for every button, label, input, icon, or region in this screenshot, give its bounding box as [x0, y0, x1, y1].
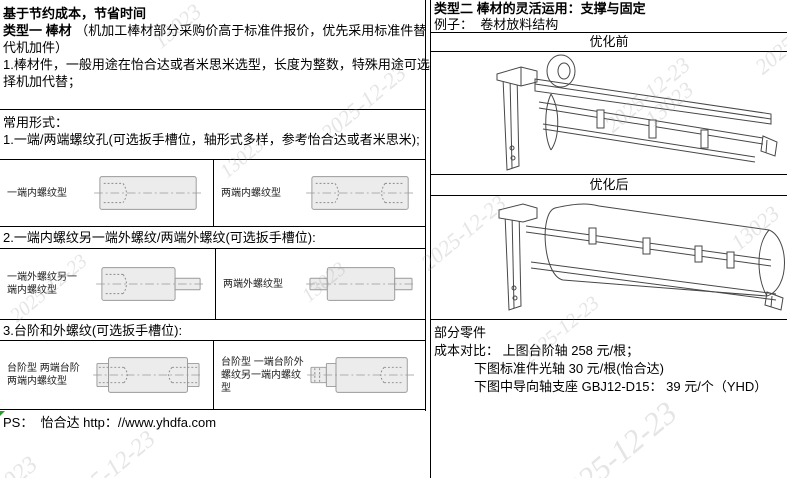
- cost-line-3: 下图中导向轴支座 GBJ12-D15： 39 元/个（YHD）: [474, 379, 768, 394]
- right-title: 类型二 棒材的灵活运用：支撑与固定: [434, 1, 646, 16]
- cell-step-both-internal: 台阶型 两端台阶两端内螺纹型: [0, 341, 213, 409]
- rod-diagram-internal-thread-one-end: [94, 176, 204, 210]
- right-table-left-border: [430, 0, 431, 478]
- intro-line-1: 基于节约成本，节省时间: [3, 6, 147, 21]
- parts-title: 部分零件: [434, 325, 487, 340]
- after-figure-cell: [431, 196, 787, 320]
- right-example: 例子： 卷材放料结构: [434, 17, 559, 32]
- after-label: 优化后: [589, 177, 629, 192]
- left-panel: 基于节约成本，节省时间 类型一 棒材 （机加工棒材部分采购价高于标准件报价，优先…: [0, 0, 430, 478]
- cost-line-1: 成本对比： 上图台阶轴 258 元/根；: [434, 343, 640, 358]
- cell-divider: [213, 341, 214, 409]
- cell-internal-one-end: 一端内螺纹型: [0, 160, 213, 226]
- intro-line-2: 类型一 棒材 （机加工棒材部分采购价高于标准件报价，优先采用标准件替: [3, 23, 427, 38]
- notes-cell: 部分零件 成本对比： 上图台阶轴 258 元/根； 下图标准件光轴 30 元/根…: [431, 320, 787, 478]
- rod-label: 两端外螺纹型: [223, 278, 283, 290]
- diagram-row-c: 台阶型 两端台阶两端内螺纹型 台阶型 一端台阶外螺纹另一端内螺纹型: [0, 341, 425, 410]
- left-table-right-border: [425, 0, 426, 411]
- cell-corner-flag: [0, 411, 5, 416]
- rod-label: 台阶型 两端台阶两端内螺纹型: [7, 363, 80, 387]
- rod-diagram-stud-both-ends: [306, 267, 416, 301]
- item3-text: 3.台阶和外螺纹(可选扳手槽位):: [3, 323, 183, 338]
- common-forms-cell: 常用形式： 1.一端/两端螺纹孔(可选扳手槽位，轴形式多样，参考怡合达或者米思米…: [0, 110, 425, 160]
- item2-text: 2.一端内螺纹另一端外螺纹/两端外螺纹(可选扳手槽位):: [3, 230, 316, 245]
- rod-diagram-stepped-internal-both: [93, 357, 203, 393]
- rod-diagram-internal-plus-stud: [96, 267, 206, 301]
- right-panel: 类型二 棒材的灵活运用：支撑与固定 例子： 卷材放料结构 优化前: [431, 0, 787, 478]
- intro-line-5: 择机加代替；: [3, 74, 82, 89]
- ps-cell: PS： 怡合达 http：//www.yhdfa.com: [0, 410, 425, 478]
- right-header-cell: 类型二 棒材的灵活运用：支撑与固定 例子： 卷材放料结构: [431, 0, 787, 33]
- cell-external-both-ends: 两端外螺纹型: [216, 249, 425, 319]
- before-figure-cell: [431, 52, 787, 175]
- rod-label: 台阶型 一端台阶外螺纹另一端内螺纹型: [221, 356, 304, 394]
- rod-label: 一端外螺纹另一端内螺纹型: [7, 272, 77, 296]
- item3-cell: 3.台阶和外螺纹(可选扳手槽位):: [0, 320, 425, 341]
- diagram-row-a: 一端内螺纹型 两端内螺纹型: [0, 160, 425, 227]
- cost-line-2: 下图标准件光轴 30 元/根(怡合达): [474, 361, 664, 376]
- rod-diagram-internal-thread-both-ends: [306, 176, 416, 210]
- rod-label: 两端内螺纹型: [221, 187, 281, 199]
- cell-internal-both-ends: 两端内螺纹型: [214, 160, 425, 226]
- before-label: 优化前: [589, 34, 629, 49]
- before-optimization-diagram: [496, 54, 778, 171]
- rod-diagram-step-stud-internal: [307, 357, 417, 393]
- diagram-row-b: 一端外螺纹另一端内螺纹型 两端外螺纹型: [0, 249, 425, 320]
- cell-divider: [215, 249, 216, 319]
- item2-cell: 2.一端内螺纹另一端外螺纹/两端外螺纹(可选扳手槽位):: [0, 227, 425, 249]
- ps-text: PS： 怡合达 http：//www.yhdfa.com: [3, 415, 217, 430]
- intro-cell: 基于节约成本，节省时间 类型一 棒材 （机加工棒材部分采购价高于标准件报价，优先…: [0, 0, 430, 110]
- after-label-cell: 优化后: [431, 175, 787, 196]
- cell-external-internal: 一端外螺纹另一端内螺纹型: [0, 249, 215, 319]
- after-optimization-diagram: [498, 203, 785, 311]
- cell-divider: [213, 160, 214, 226]
- cell-step-external-internal: 台阶型 一端台阶外螺纹另一端内螺纹型: [214, 341, 425, 409]
- intro-line-4: 1.棒材件，一般用途在怡合达或者米思米选型，长度为整数，特殊用途可选: [3, 57, 430, 72]
- intro-line-3: 代机加件）: [3, 40, 69, 55]
- before-label-cell: 优化前: [431, 33, 787, 52]
- common-forms-item1: 1.一端/两端螺纹孔(可选扳手槽位，轴形式多样，参考怡合达或者米思米);: [3, 132, 420, 147]
- rod-label: 一端内螺纹型: [7, 187, 67, 199]
- common-forms-title: 常用形式：: [3, 115, 69, 130]
